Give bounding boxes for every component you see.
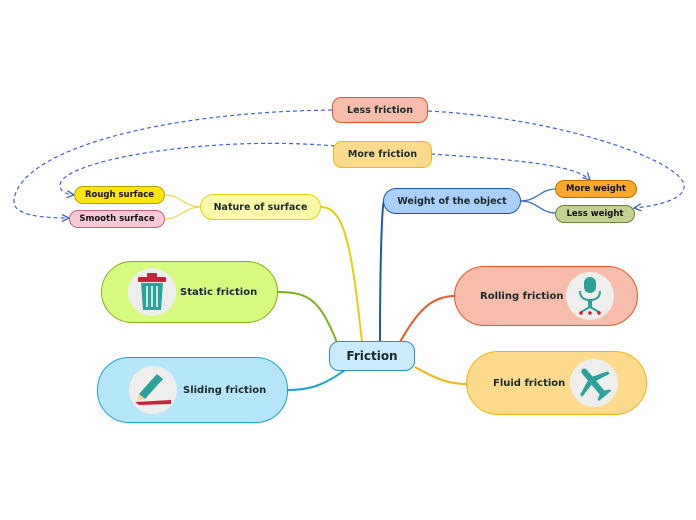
node-rough-surface[interactable]: Rough surface: [74, 186, 165, 204]
branch-rolling: [399, 295, 456, 343]
relation-less-less: [428, 111, 685, 208]
less-friction-label: Less friction: [347, 104, 413, 116]
static-friction-label: Static friction: [180, 287, 258, 298]
smooth-surface-label: Smooth surface: [79, 214, 155, 224]
branch-sliding: [287, 369, 346, 391]
branch-static: [276, 291, 339, 346]
branch-fluid: [414, 366, 468, 385]
node-less-weight[interactable]: Less weight: [555, 205, 635, 223]
relation-rough-more: [59, 143, 335, 195]
more-weight-label: More weight: [566, 184, 626, 194]
weight-of-object-label: Weight of the object: [397, 195, 507, 207]
node-less-friction[interactable]: Less friction: [332, 97, 428, 123]
node-weight-of-object[interactable]: Weight of the object: [383, 188, 521, 214]
fluid-friction-label: Fluid friction: [493, 378, 566, 389]
root-node-friction[interactable]: Friction: [329, 341, 415, 371]
office-chair-icon: [566, 272, 614, 320]
node-sliding-friction[interactable]: Sliding friction: [97, 357, 288, 423]
root-label: Friction: [346, 349, 398, 363]
node-nature-of-surface[interactable]: Nature of surface: [200, 194, 321, 220]
trash-can-icon: [128, 268, 176, 316]
more-friction-label: More friction: [347, 149, 418, 160]
relation-more-more: [430, 153, 590, 180]
node-rolling-friction[interactable]: Rolling friction: [454, 266, 638, 326]
node-static-friction[interactable]: Static friction: [101, 261, 278, 323]
node-fluid-friction[interactable]: Fluid friction: [466, 351, 647, 415]
less-weight-label: Less weight: [566, 209, 624, 219]
branch-weight: [379, 200, 385, 343]
airplane-icon: [570, 359, 618, 407]
sliding-friction-label: Sliding friction: [183, 385, 267, 396]
relation-smooth-less: [13, 110, 332, 218]
rough-surface-label: Rough surface: [84, 190, 155, 200]
nature-of-surface-label: Nature of surface: [213, 201, 308, 213]
node-more-friction[interactable]: More friction: [333, 141, 432, 168]
pencil-icon: [129, 366, 177, 414]
node-smooth-surface[interactable]: Smooth surface: [69, 210, 165, 228]
node-more-weight[interactable]: More weight: [555, 180, 637, 198]
rolling-friction-label: Rolling friction: [480, 291, 564, 302]
